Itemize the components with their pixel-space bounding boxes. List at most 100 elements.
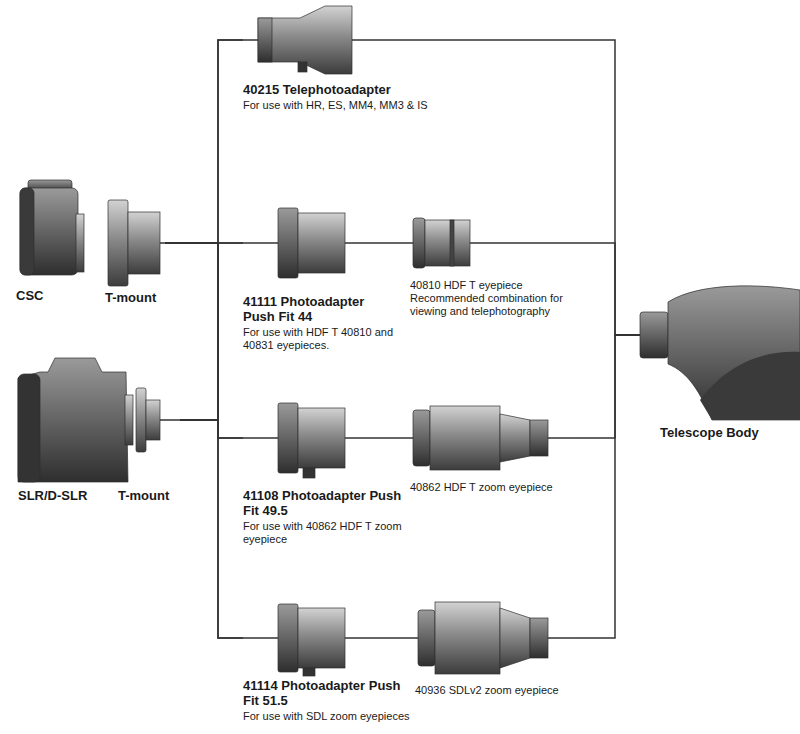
- eyecup: [413, 218, 425, 268]
- picture-space: [640, 270, 798, 425]
- lead-line: [243, 242, 278, 244]
- product-name: T-mount: [105, 290, 165, 305]
- picture-space: [105, 200, 165, 290]
- zoom-ring: [435, 602, 500, 674]
- photoadapter: [298, 608, 345, 668]
- picture-space: [243, 4, 493, 82]
- adapter-ring: [258, 18, 272, 62]
- tripod-knob: [303, 668, 315, 676]
- product-note: For use with HR, ES, MM4, MM3 & IS: [243, 99, 493, 112]
- connector-line: [165, 40, 243, 243]
- photoadapter-ring: [278, 604, 298, 672]
- camera-grip: [20, 188, 34, 275]
- csc-camera: [20, 188, 78, 275]
- picture-space: [243, 398, 403, 488]
- eyepiece-barrel: [530, 420, 548, 456]
- telescope-body: [668, 286, 800, 420]
- connector-line: [413, 637, 415, 639]
- lead-line: [352, 39, 493, 41]
- product-node: 41108 Photoadapter Push Fit 49.5For use …: [243, 398, 403, 546]
- picture-space: [18, 358, 116, 488]
- t-mount: [146, 400, 160, 440]
- lead-line: [243, 637, 278, 639]
- eyepiece: [425, 220, 470, 266]
- product-name: 40215 Telephotoadapter: [243, 82, 493, 97]
- connector-line: [403, 437, 410, 439]
- product-name: 40810 HDF T eyepiece: [410, 279, 595, 292]
- photoadapter-ring: [278, 403, 298, 473]
- product-node: 40215 TelephotoadapterFor use with HR, E…: [243, 4, 493, 112]
- connector-line: [180, 243, 243, 420]
- lead-line: [470, 242, 595, 244]
- zoom-ring: [430, 406, 500, 470]
- product-node: Telescope Body: [640, 270, 798, 440]
- product-name: T-mount: [118, 488, 180, 503]
- product-note: For use with 40862 HDF T zoom eyepiece: [243, 520, 403, 546]
- product-node: 40862 HDF T zoom eyepiece: [410, 403, 570, 494]
- tripod-knob: [298, 62, 307, 72]
- product-name: 41114 Photoadapter Push Fit 51.5: [243, 678, 413, 708]
- product-note: For use with HDF T 40810 and 40831 eyepi…: [243, 326, 393, 352]
- connector-line: [595, 243, 640, 335]
- product-name: Telescope Body: [640, 425, 798, 440]
- eyecup: [418, 610, 435, 666]
- t-mount-flange: [108, 200, 128, 286]
- product-name: 40862 HDF T zoom eyepiece: [410, 481, 570, 494]
- lead-line: [410, 242, 413, 244]
- tripod-knob: [303, 468, 315, 478]
- eyepiece-ring: [450, 220, 454, 266]
- t-mount: [128, 212, 160, 274]
- eyepiece-barrel: [530, 618, 548, 658]
- picture-space: [16, 178, 86, 288]
- picture-space: [410, 213, 595, 279]
- lead-line: [243, 437, 278, 439]
- product-name: 41108 Photoadapter Push Fit 49.5: [243, 488, 403, 518]
- lead-line: [415, 637, 418, 639]
- lead-line: [160, 242, 165, 244]
- lead-lines: [160, 40, 595, 638]
- product-node: 40936 SDLv2 zoom eyepiece: [415, 600, 575, 697]
- connector-line: [165, 243, 243, 438]
- photoadapter: [298, 213, 345, 273]
- connector-line: [180, 40, 243, 420]
- connector-line: [180, 420, 243, 438]
- product-node: T-mount: [118, 385, 180, 503]
- product-node: CSC: [16, 178, 86, 303]
- product-name: SLR/D-SLR: [18, 488, 116, 503]
- connector-line: [165, 243, 243, 638]
- camera-mount: [125, 395, 133, 445]
- eyepiece-taper: [500, 414, 530, 462]
- lead-line: [548, 637, 575, 639]
- lead-line: [243, 39, 258, 41]
- lead-line: [548, 437, 570, 439]
- t-mount-flange: [136, 388, 146, 452]
- product-name: 41111 Photoadapter Push Fit 44: [243, 294, 393, 324]
- connector-line: [570, 335, 640, 438]
- slr-camera: [18, 358, 128, 482]
- lead-line: [345, 437, 403, 439]
- telescope-armour: [700, 352, 800, 420]
- picture-space: [410, 403, 570, 481]
- product-node: 41114 Photoadapter Push Fit 51.5For use …: [243, 604, 413, 723]
- picture-space: [118, 385, 180, 488]
- product-node: 41111 Photoadapter Push Fit 44For use wi…: [243, 198, 393, 352]
- camera-grip: [18, 374, 40, 482]
- connector-line: [393, 242, 410, 244]
- lead-line: [345, 242, 393, 244]
- picture-space: [243, 198, 393, 294]
- picture-space: [415, 600, 575, 684]
- photoadapter: [298, 408, 345, 468]
- product-name: 40936 SDLv2 zoom eyepiece: [415, 684, 575, 697]
- product-name: CSC: [16, 288, 86, 303]
- eyecup: [413, 410, 430, 466]
- eyepiece-taper: [500, 608, 530, 668]
- lead-line: [345, 637, 413, 639]
- telescope-eyepiece: [640, 312, 668, 358]
- product-node: 40810 HDF T eyepieceRecommended combinat…: [410, 213, 595, 318]
- lead-line: [160, 419, 180, 421]
- product-pictures: [18, 6, 800, 676]
- product-node: T-mount: [105, 200, 165, 305]
- lead-line: [410, 437, 413, 439]
- telephotoadapter: [258, 6, 352, 74]
